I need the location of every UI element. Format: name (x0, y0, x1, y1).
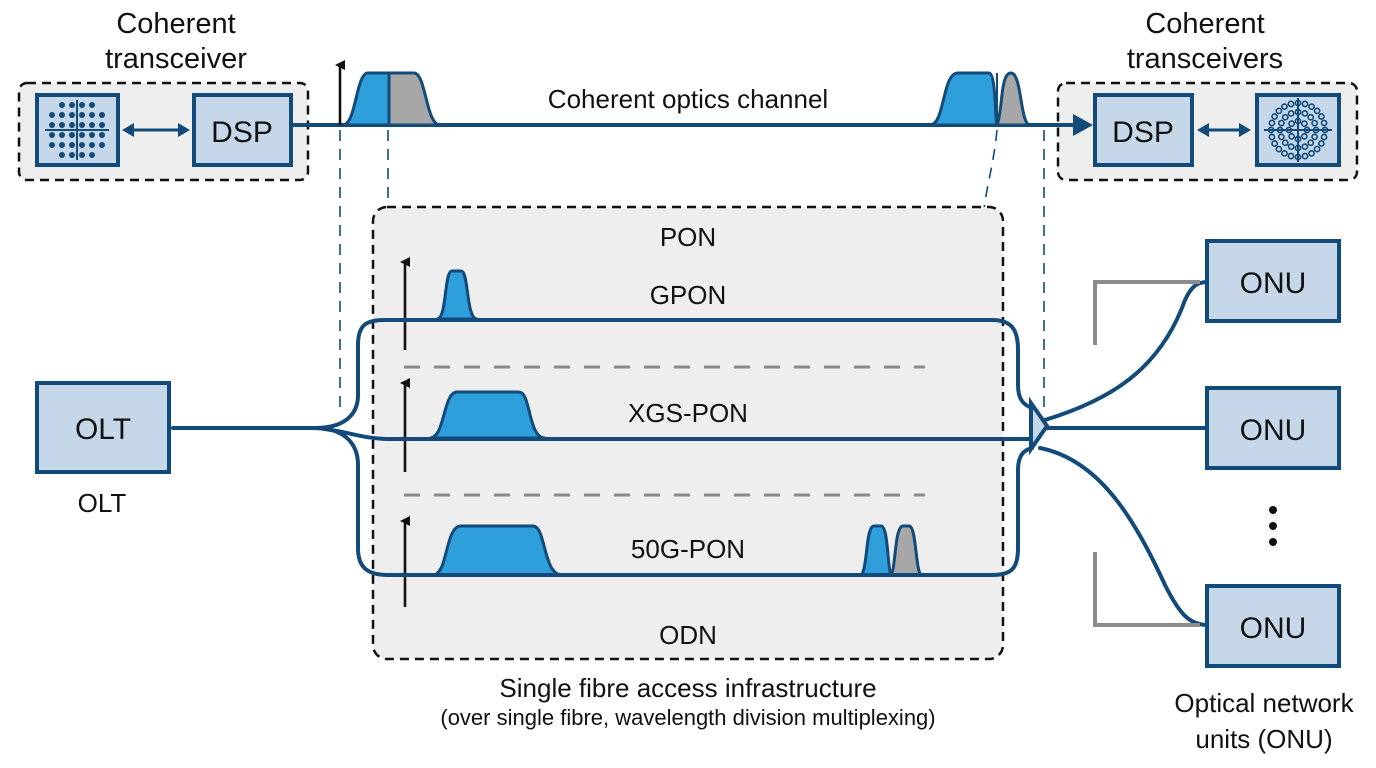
olt-caption: OLT (78, 488, 127, 518)
dsp-box-right (1093, 93, 1194, 167)
50g-pon-fiber (313, 426, 1034, 577)
spectrum-coherent-gray-right (994, 71, 1031, 127)
infrastructure-caption: Single fibre access infrastructure (499, 673, 876, 703)
onu1-bracket (1093, 280, 1200, 345)
coherent-channel: Coherent optics channel (289, 60, 1093, 136)
coherent-rx-title-line1: Coherent (1145, 8, 1264, 40)
splitter (1029, 280, 1210, 627)
xgs-pon-spectrum (429, 390, 546, 440)
onu-label: ONU (1240, 612, 1307, 645)
dsp-label-left: DSP (211, 116, 273, 149)
coherent-tx-title-line2: transceiver (105, 43, 247, 75)
spectrum-coherent-blue (342, 71, 391, 127)
olt-box-label: OLT (75, 413, 131, 446)
infrastructure-subcaption: (over single fibre, wavelength division … (440, 705, 935, 730)
coherent-spectrum-gray (888, 524, 924, 577)
gpon-label: GPON (650, 280, 727, 310)
dsp-label-right: DSP (1112, 116, 1174, 149)
50g-pon-label: 50G-PON (631, 534, 745, 564)
qam-constellation-icon (45, 100, 109, 160)
arrow-right-icon (1073, 114, 1093, 136)
pon-area: PON ODN GPON XGS-PON 50G-PON (371, 205, 1005, 661)
onu3-bracket (1093, 552, 1200, 627)
coherent-transceiver-left: Coherent transceiver DSP (17, 8, 310, 182)
ellipsis-icon (1269, 506, 1277, 546)
odn-label: ODN (659, 620, 717, 650)
gpon-fiber (313, 318, 1034, 430)
onu3-fiber (1038, 446, 1210, 627)
spectrum-coherent-blue-right (929, 71, 1000, 127)
coherent-tx-title-line1: Coherent (116, 8, 235, 40)
onu-box (1205, 239, 1341, 323)
onu-caption-line2: units (ONU) (1195, 724, 1332, 754)
onu1-fiber (1043, 280, 1210, 422)
xgs-pon-label: XGS-PON (628, 398, 748, 428)
olt: OLT OLT (35, 381, 171, 518)
onu-caption-line1: Optical network (1174, 688, 1354, 718)
olt-box (35, 381, 171, 474)
onu-group: ONU ONU ONU Optical network units (ONU) (1174, 239, 1355, 754)
onu-label: ONU (1240, 414, 1307, 447)
dsp-box-left (192, 93, 293, 167)
onu-box (1205, 386, 1341, 470)
onu-label: ONU (1240, 267, 1307, 300)
coherent-transceiver-right: Coherent transceivers DSP (1056, 8, 1359, 182)
spectrum-coherent-gray (387, 71, 441, 127)
circular-constellation-icon (1264, 98, 1332, 162)
pon-label: PON (660, 222, 716, 252)
coherent-spectrum-blue (859, 524, 894, 577)
bidirectional-arrow-icon (122, 123, 190, 137)
bidirectional-arrow-icon (1197, 123, 1251, 137)
onu-box (1205, 584, 1341, 668)
splitter-icon (1029, 396, 1050, 456)
coherent-channel-label: Coherent optics channel (548, 84, 828, 114)
gpon-spectrum (436, 269, 478, 321)
50g-pon-spectrum (432, 524, 563, 577)
pon-fibers (171, 318, 1034, 577)
coherent-rx-title-line2: transceivers (1127, 43, 1283, 75)
